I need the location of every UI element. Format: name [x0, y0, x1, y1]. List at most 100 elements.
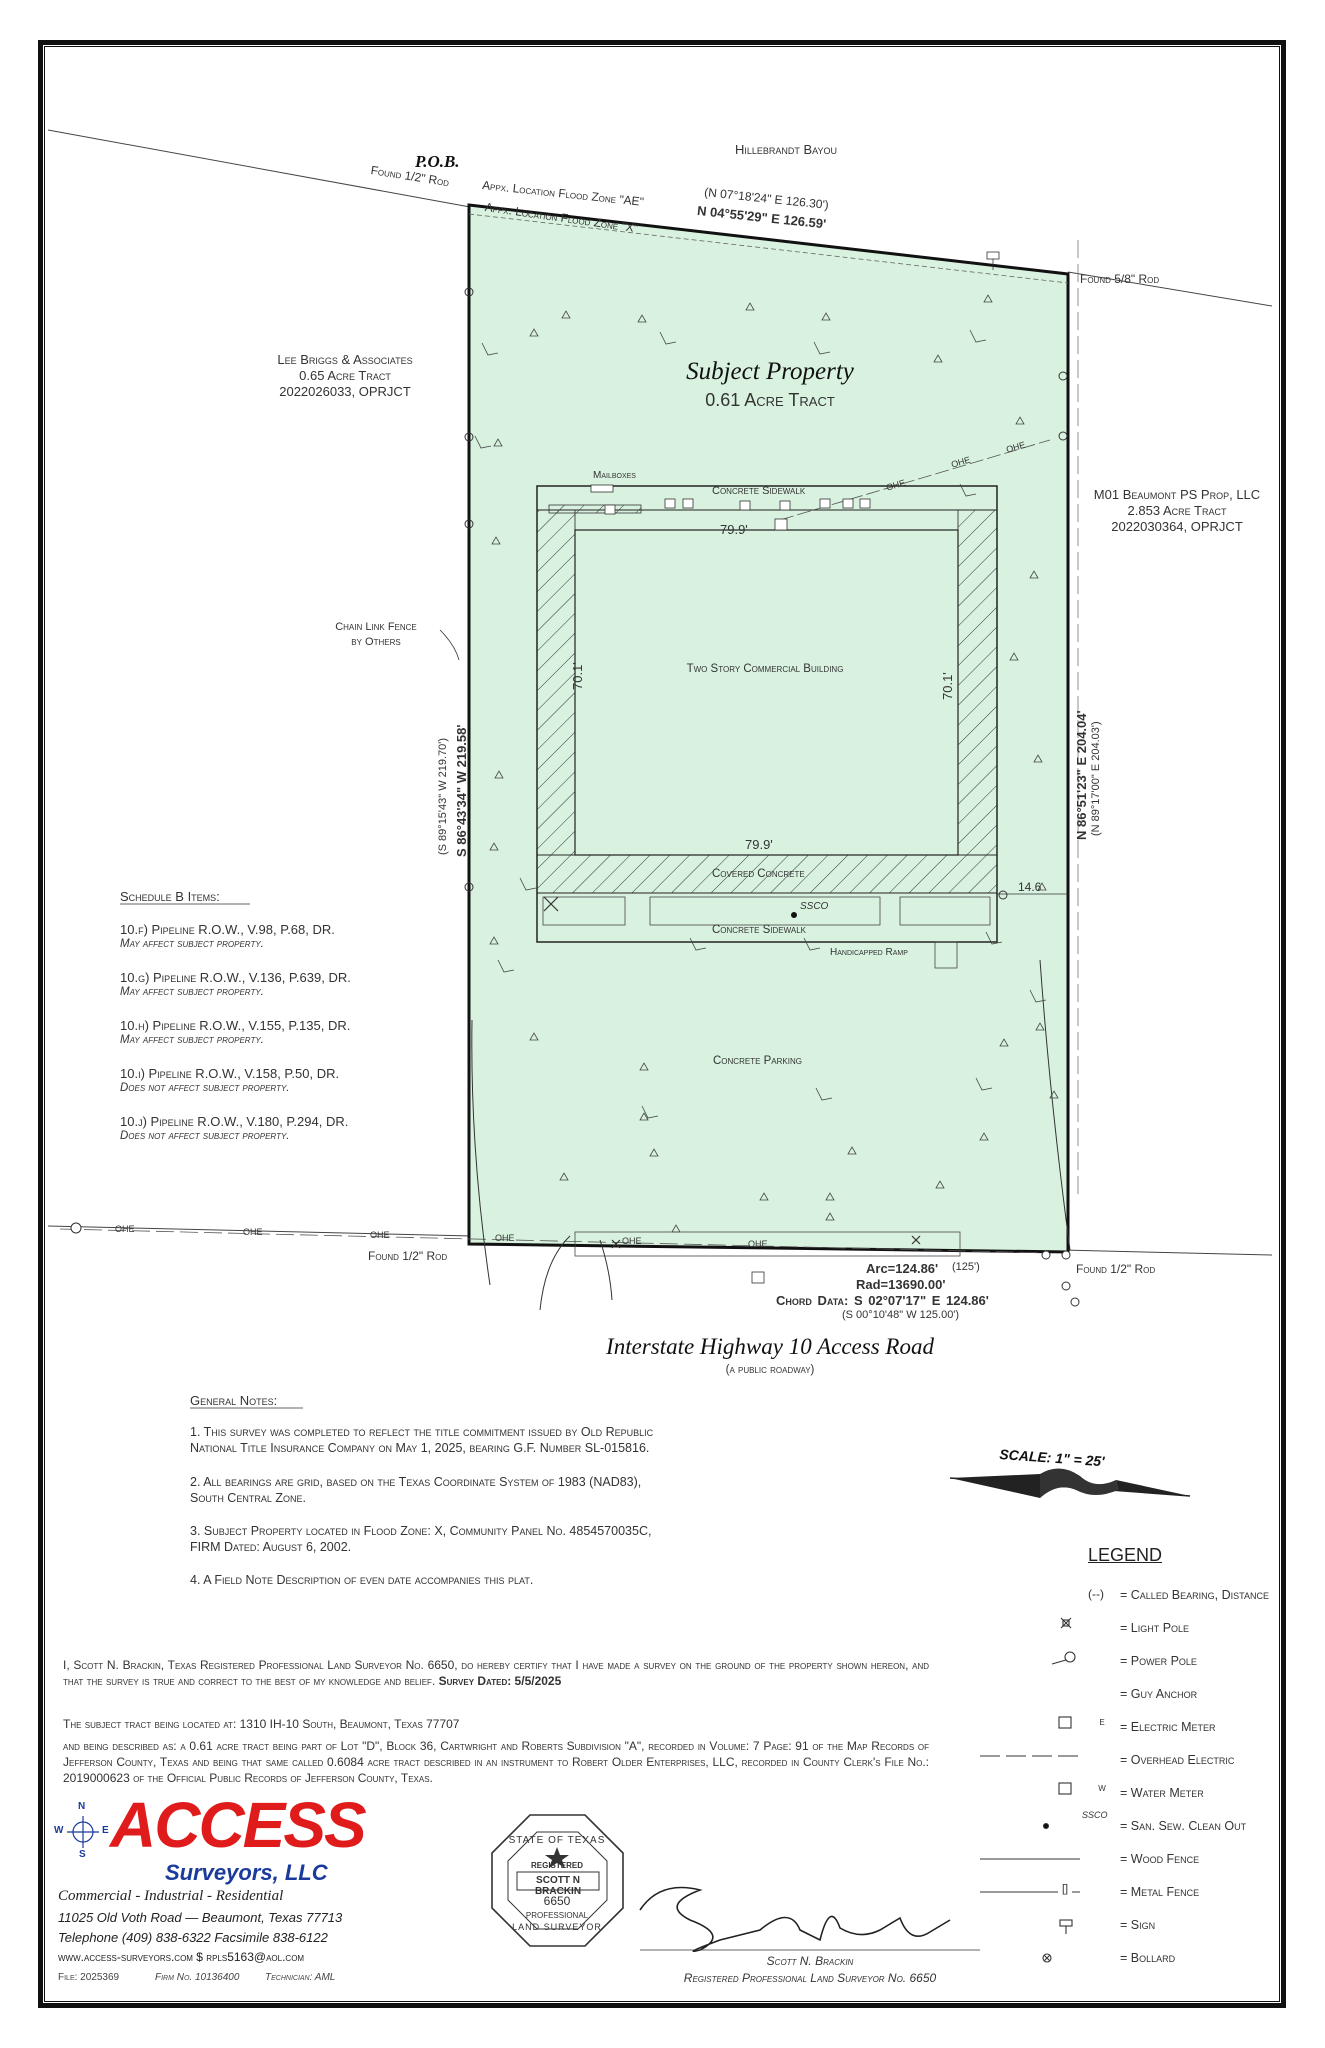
building-label: Two Story Commercial Building [686, 663, 844, 675]
ohe-label-south-5: OHE [622, 1236, 642, 1246]
company-phone: Telephone (409) 838-6322 Facsimile 838-6… [58, 1930, 328, 1945]
overhead-electric-icon [1040, 1750, 1116, 1772]
certification-text: I, Scott N. Brackin, Texas Registered Pr… [63, 1658, 929, 1688]
bottom-dimension: 79.9' [745, 837, 773, 852]
fence-note: Chain Link Fence by Others [316, 620, 436, 650]
legend-row-water: W = Water Meter [1040, 1783, 1280, 1805]
east-adjoiner-acres: 2.853 Acre Tract [1127, 503, 1227, 518]
schedule-b-status-1: May affect subject property. [120, 938, 264, 950]
pob-label: P.O.B. [415, 152, 460, 171]
company-logo: ACCESS [110, 1789, 367, 1861]
left-dimension: 70.1' [570, 662, 585, 690]
east-adjoiner-owner: M01 Beaumont PS Prop, LLC [1093, 487, 1261, 502]
radius: Rad=13690.00' [856, 1277, 946, 1292]
fence-note-line2: by Others [351, 636, 401, 648]
right-dimension: 70.1' [940, 672, 955, 700]
road-sub: (a public roadway) [725, 1364, 815, 1376]
legend-label-ssco: = San. Sew. Clean Out [1120, 1819, 1247, 1833]
schedule-b-title: Schedule B Items: [120, 889, 220, 904]
legend-row-ssco: SSCO = San. Sew. Clean Out [1040, 1810, 1280, 1838]
guy-anchor-icon [1040, 1684, 1116, 1706]
building-footprint [574, 529, 959, 856]
south-drive [574, 1231, 961, 1257]
ne-corner-label: Found 5/8" Rod [1080, 272, 1160, 286]
east-called: (N 89°17'00" E 204.03') [1090, 721, 1102, 836]
legend-row-electric: E = Electric Meter [1040, 1717, 1280, 1739]
technician: Technician: AML [265, 1972, 336, 1983]
signature-mark [639, 1886, 951, 1953]
legend-row-bollard: = Bollard [1040, 1948, 1280, 1970]
compass-s: S [79, 1849, 86, 1860]
general-note-2: 2. All bearings are grid, based on the T… [190, 1474, 790, 1506]
compass-e: E [102, 1825, 109, 1836]
company-web: www.access-surveyors.com $ rpls5163@aol.… [58, 1950, 305, 1964]
legend-row-wood: = Wood Fence [1040, 1849, 1280, 1871]
fence-note-line1: Chain Link Fence [335, 621, 417, 633]
general-note-4-line1: 4. A Field Note Description of even date… [190, 1573, 534, 1587]
ohe-label-south-1: OHE [115, 1224, 135, 1234]
top-dimension: 79.9' [720, 522, 748, 537]
company-name: Surveyors, LLC [165, 1860, 328, 1885]
power-pole-icon [1040, 1651, 1116, 1673]
ohe-label-south-3: OHE [370, 1230, 390, 1240]
general-notes-title: General Notes: [190, 1393, 278, 1408]
company-address: 11025 Old Voth Road — Beaumont, Texas 77… [58, 1910, 343, 1925]
west-adjoiner: Lee Briggs & Associates 0.65 Acre Tract … [255, 352, 435, 400]
ohe-label-south-6: OHE [748, 1239, 768, 1249]
legend-label-called: = Called Bearing, Distance [1120, 1588, 1269, 1602]
general-note-3-line1: 3. Subject Property located in Flood Zon… [190, 1524, 652, 1538]
legend-row-sign: = Sign [1040, 1915, 1280, 1937]
legend-row-ohe: = Overhead Electric [1040, 1750, 1280, 1772]
seal-registered: REGISTERED [530, 1861, 583, 1870]
company-tagline: Commercial - Industrial - Residential [58, 1888, 284, 1904]
schedule-b-item-2: 10.g) Pipeline R.O.W., V.136, P.639, DR. [120, 970, 351, 985]
bollard-icon [1040, 1948, 1116, 1970]
arc-length: Arc=124.86' [866, 1261, 939, 1276]
legend-label-metal: = Metal Fence [1120, 1885, 1200, 1899]
general-note-3-line2: FIRM Dated: August 6, 2002. [190, 1540, 352, 1554]
east-adjoiner-line [1067, 271, 1273, 307]
mailbox-bank [548, 504, 642, 514]
flood-zone-line [468, 213, 1069, 284]
sign-icon [1040, 1915, 1116, 1937]
east-bearing: N 86°51'23" E 204.04' [1074, 710, 1089, 840]
top-sidewalk-label: Concrete Sidewalk [712, 485, 806, 497]
legend-label-ohe: = Overhead Electric [1120, 1753, 1235, 1767]
road-name: Interstate Highway 10 Access Road [606, 1334, 934, 1359]
seal-name: SCOTT N BRACKIN [534, 1875, 582, 1897]
schedule-b-status-5: Does not affect subject property. [120, 1130, 290, 1142]
legend-label-sign: = Sign [1120, 1918, 1156, 1932]
ssco-dot [791, 912, 797, 918]
compass-rose [67, 1816, 99, 1848]
general-note-4: 4. A Field Note Description of even date… [190, 1572, 790, 1588]
ohe-label-south-2: OHE [243, 1227, 263, 1237]
east-adjoiner-doc: 2022030364, OPRJCT [1111, 519, 1243, 534]
chord-data: Chord Data: S 02°07'17" E 124.86' [776, 1293, 989, 1308]
legend-row-called: (--) = Called Bearing, Distance [1040, 1585, 1280, 1607]
wood-fence-icon [1040, 1849, 1116, 1871]
general-note-3: 3. Subject Property located in Flood Zon… [190, 1523, 790, 1555]
legend-sym-ssco: SSCO [1082, 1810, 1108, 1820]
legend-label-wood: = Wood Fence [1120, 1852, 1200, 1866]
west-adjoiner-doc: 2022026033, OPRJCT [279, 384, 411, 399]
east-adjoiner: M01 Beaumont PS Prop, LLC 2.853 Acre Tra… [1082, 487, 1272, 535]
survey-dated: Survey Dated: 5/5/2025 [438, 1674, 562, 1688]
seal-star [545, 1847, 569, 1868]
general-note-1-line1: 1. This survey was completed to reflect … [190, 1425, 654, 1439]
west-bearing: S 86°43'34" W 219.58' [454, 724, 469, 857]
scale-graphic [949, 1468, 1191, 1498]
west-adjoiner-acres: 0.65 Acre Tract [299, 368, 391, 383]
mailboxes-label: Mailboxes [593, 470, 636, 481]
ssco-label: SSCO [800, 901, 829, 912]
compass-n: N [78, 1801, 86, 1812]
schedule-b-status-4: Does not affect subject property. [120, 1082, 290, 1094]
chord-called: (S 00°10'48" W 125.00') [842, 1309, 960, 1321]
north-adjoiner-line [47, 129, 471, 208]
legend-label-electric: = Electric Meter [1120, 1720, 1216, 1734]
legend-sym-electric: E [1099, 1718, 1105, 1727]
subject-title: Subject Property [686, 358, 854, 385]
drawing-border-inner [44, 46, 1280, 2002]
legend-label-guy: = Guy Anchor [1120, 1687, 1198, 1701]
bottom-sidewalk-label: Concrete Sidewalk [712, 924, 806, 936]
